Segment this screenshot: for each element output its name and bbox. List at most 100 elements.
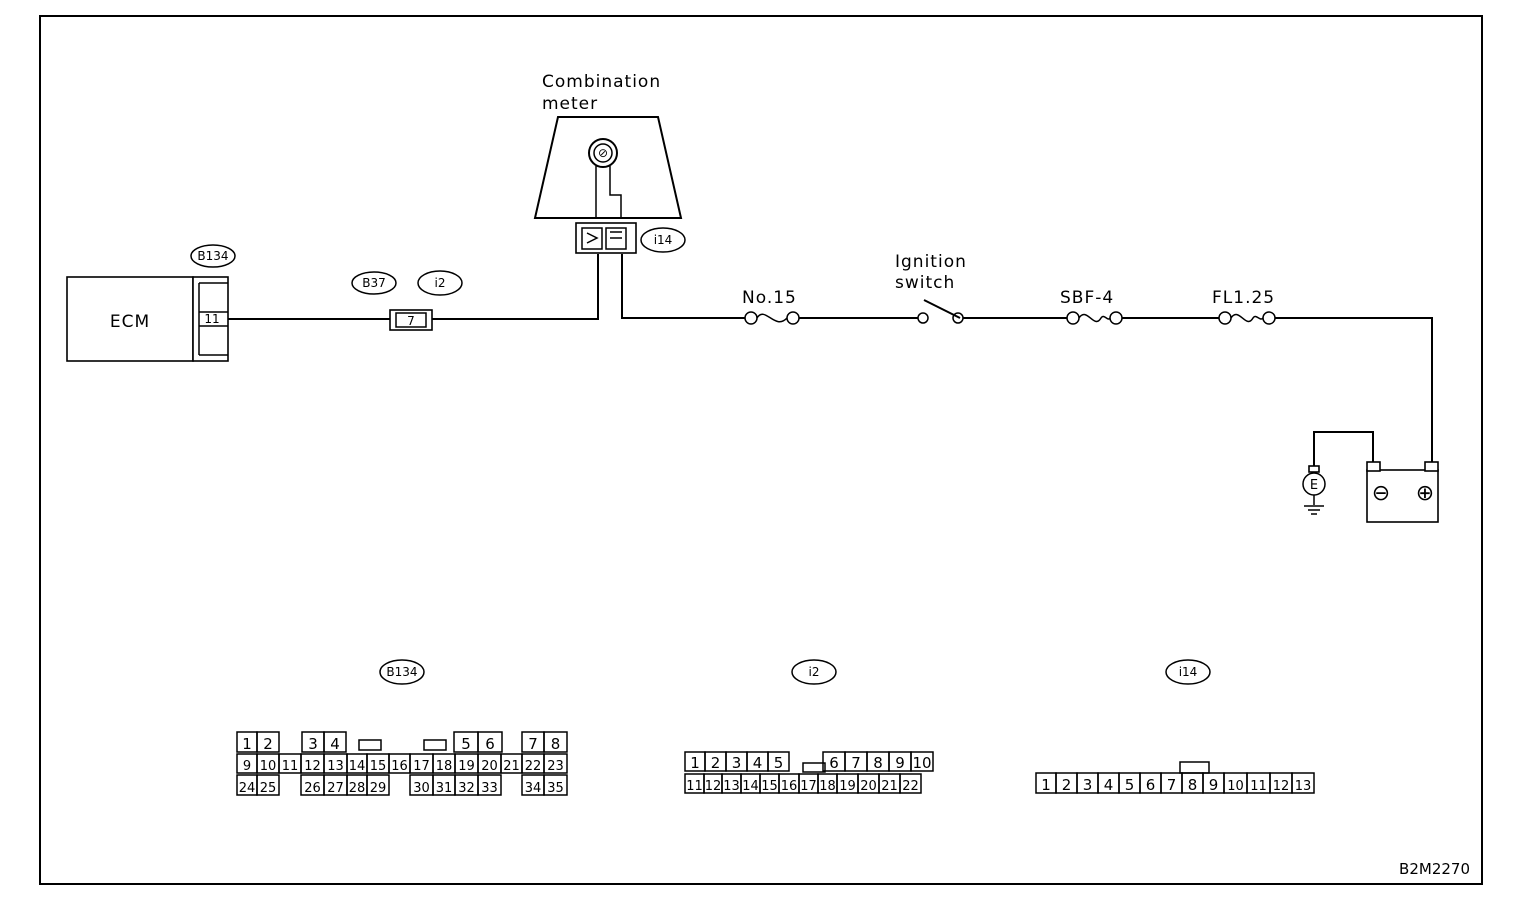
battery: ⊖ ⊕ xyxy=(1366,461,1439,523)
meter-label-line2: meter xyxy=(542,94,598,114)
i14-pin-10: 10 xyxy=(1227,779,1244,794)
i2-pin-9: 9 xyxy=(895,754,905,772)
i2-pin-19: 19 xyxy=(839,779,856,794)
i2-pin-12: 12 xyxy=(705,779,722,794)
connector-tag-b37: B37 xyxy=(351,271,397,295)
connector-view-tag-i14: i14 xyxy=(1165,659,1211,685)
b134-pin-14: 14 xyxy=(349,759,366,774)
wire-fl125-battery xyxy=(1275,317,1433,462)
connector-view-tag-b134: B134 xyxy=(379,659,425,685)
b134-pin-2: 2 xyxy=(263,735,273,753)
b134-pin-8-cell xyxy=(543,731,568,753)
i14-pin-13: 13 xyxy=(1295,779,1312,794)
i14-pin-4: 4 xyxy=(1104,776,1114,794)
i2-pin-8: 8 xyxy=(873,754,883,772)
ignition-switch: Ignition switch xyxy=(895,252,967,324)
i2-pin-5-cell xyxy=(767,751,790,772)
battery-positive: ⊕ xyxy=(1416,481,1434,506)
connector-tag-i14: i14 xyxy=(640,227,686,253)
b134-pin-1: 1 xyxy=(242,735,252,753)
fuse-sbf4: SBF-4 xyxy=(1060,288,1123,325)
b134-pin-26: 26 xyxy=(304,781,321,796)
b134-pin-35: 35 xyxy=(547,781,564,796)
svg-text:i14: i14 xyxy=(654,233,673,247)
b134-pin-30: 30 xyxy=(413,781,430,796)
svg-text:B134: B134 xyxy=(197,249,228,263)
b134-pin-35-cell xyxy=(543,774,568,796)
i14-pin-7: 7 xyxy=(1167,776,1177,794)
i2-pin-4: 4 xyxy=(753,754,763,772)
i2-pin-11: 11 xyxy=(686,779,703,794)
i2-pin-10-cell xyxy=(910,751,934,772)
i2-pin-10: 10 xyxy=(912,754,931,772)
b134-pin-33-cell xyxy=(477,774,502,796)
b134-pin-27: 27 xyxy=(327,781,344,796)
i2-pin-1: 1 xyxy=(690,754,700,772)
ignition-label-line1: Ignition xyxy=(895,252,967,272)
ecm-label: ECM xyxy=(110,312,150,332)
b134-pin-29: 29 xyxy=(370,781,387,796)
i14-pin-8: 8 xyxy=(1188,776,1198,794)
i14-pin-9: 9 xyxy=(1209,776,1219,794)
b134-pin-5: 5 xyxy=(461,735,471,753)
battery-negative: ⊖ xyxy=(1372,481,1390,506)
wire-meter-fuse15 xyxy=(621,254,745,319)
b134-pin-23: 23 xyxy=(547,759,564,774)
b134-pin-15: 15 xyxy=(370,759,387,774)
diagram-id: B2M2270 xyxy=(1399,860,1470,878)
b134-pin-29-cell xyxy=(366,774,390,796)
wire-battery-ground xyxy=(1313,431,1374,468)
b134-pin-20: 20 xyxy=(481,759,498,774)
fl125-label: FL1.25 xyxy=(1212,288,1275,308)
i2-pin-16: 16 xyxy=(781,779,798,794)
b134-pin-4: 4 xyxy=(330,735,340,753)
i2-pin-22-cell xyxy=(899,773,922,794)
svg-text:i2: i2 xyxy=(435,276,446,290)
i2-pin-6: 6 xyxy=(829,754,839,772)
i2-pin-13: 13 xyxy=(723,779,740,794)
combination-meter: Combination meter ⊘ xyxy=(533,72,683,254)
meter-label-line1: Combination xyxy=(542,72,661,92)
svg-text:B134: B134 xyxy=(386,665,417,679)
svg-text:B37: B37 xyxy=(362,276,386,290)
b134-pin-17: 17 xyxy=(413,759,430,774)
i14-pin-13-cell xyxy=(1291,772,1315,794)
ecm-pin-11: 11 xyxy=(204,312,219,326)
b134-pin-24: 24 xyxy=(239,781,256,796)
b134-pin-4-cell xyxy=(323,731,347,753)
connector-b37-i2: 7 xyxy=(389,309,433,331)
ground-e: E xyxy=(1302,465,1326,515)
sbf4-label: SBF-4 xyxy=(1060,288,1114,308)
b134-pin-22: 22 xyxy=(525,759,542,774)
ignition-label-line2: switch xyxy=(895,273,955,293)
fuse-no15: No.15 xyxy=(742,288,800,325)
i2-pin-17: 17 xyxy=(800,779,817,794)
b134-pin-21: 21 xyxy=(503,759,520,774)
b134-pin-13: 13 xyxy=(327,759,344,774)
b134-pin-10: 10 xyxy=(260,759,277,774)
i2-pin-15: 15 xyxy=(761,779,778,794)
connector-tag-i2: i2 xyxy=(417,270,463,296)
b134-pin-12: 12 xyxy=(304,759,321,774)
i2-pin-7: 7 xyxy=(851,754,861,772)
i2-pin-22: 22 xyxy=(902,779,919,794)
b134-pin-25-cell xyxy=(256,774,280,796)
fuse-no15-label: No.15 xyxy=(742,288,797,308)
b134-pin-8: 8 xyxy=(551,735,561,753)
diagram-border xyxy=(39,15,1483,885)
i2-pin-20: 20 xyxy=(860,779,877,794)
i2-pin-21: 21 xyxy=(881,779,898,794)
b134-pin-25: 25 xyxy=(260,781,277,796)
b134-pin-18: 18 xyxy=(436,759,453,774)
b134-pin-6-cell xyxy=(477,731,503,753)
connector-tag-b134: B134 xyxy=(190,244,236,268)
i2-pin-14: 14 xyxy=(742,779,759,794)
b134-pin-7: 7 xyxy=(528,735,538,753)
b134-pin-33: 33 xyxy=(481,781,498,796)
i2-pin-2: 2 xyxy=(711,754,721,772)
b134-pin-9: 9 xyxy=(243,759,251,774)
i14-pin-5: 5 xyxy=(1125,776,1135,794)
ecm-unit: ECM 11 xyxy=(66,276,229,362)
